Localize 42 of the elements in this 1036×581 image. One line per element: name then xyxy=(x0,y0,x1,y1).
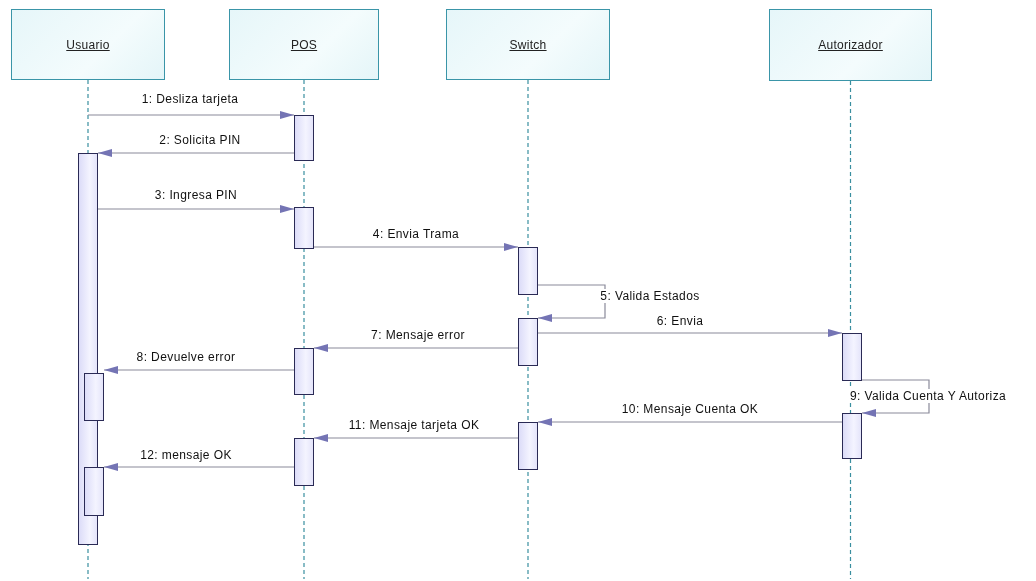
message-arrow xyxy=(97,149,295,157)
message-arrow xyxy=(313,434,519,442)
message-label: 10: Mensaje Cuenta OK xyxy=(619,402,761,416)
activation-bar xyxy=(294,438,314,486)
activation-bar xyxy=(842,333,862,381)
message-arrow xyxy=(103,463,295,471)
activation-bar xyxy=(294,115,314,161)
message-arrow xyxy=(313,344,519,352)
activation-bar xyxy=(84,373,104,421)
activation-bar xyxy=(294,207,314,249)
message-arrow xyxy=(87,111,295,119)
message-arrow xyxy=(537,284,606,322)
message-label: 4: Envia Trama xyxy=(370,227,462,241)
message-label: 7: Mensaje error xyxy=(369,328,467,342)
message-label: 5: Valida Estados xyxy=(598,289,702,303)
object-name: Usuario xyxy=(66,37,110,52)
message-label: 8: Devuelve error xyxy=(134,350,238,364)
message-label: 2: Solicita PIN xyxy=(157,133,243,147)
message-label: 6: Envia xyxy=(654,314,706,328)
message-label: 11: Mensaje tarjeta OK xyxy=(346,418,482,432)
activation-bar xyxy=(84,467,104,516)
object-name: Switch xyxy=(509,37,547,52)
activation-bar xyxy=(518,422,538,470)
object-name: POS xyxy=(290,37,318,52)
message-label: 1: Desliza tarjeta xyxy=(139,92,241,106)
activation-bar xyxy=(842,413,862,459)
message-arrow xyxy=(537,329,843,337)
message-label: 9: Valida Cuenta Y Autoriza xyxy=(847,389,1009,403)
activation-bar xyxy=(518,318,538,366)
message-arrow xyxy=(861,379,930,417)
activation-bar xyxy=(518,247,538,295)
object-box xyxy=(446,9,610,80)
activation-bar xyxy=(294,348,314,395)
message-arrow xyxy=(537,418,843,426)
object-box xyxy=(769,9,932,81)
object-name: Autorizador xyxy=(818,38,883,52)
object-box xyxy=(229,9,379,80)
object-box xyxy=(11,9,165,80)
message-arrow xyxy=(313,243,519,251)
message-arrow xyxy=(97,205,295,213)
message-arrow xyxy=(103,366,295,374)
message-label: 12: mensaje OK xyxy=(138,448,234,462)
